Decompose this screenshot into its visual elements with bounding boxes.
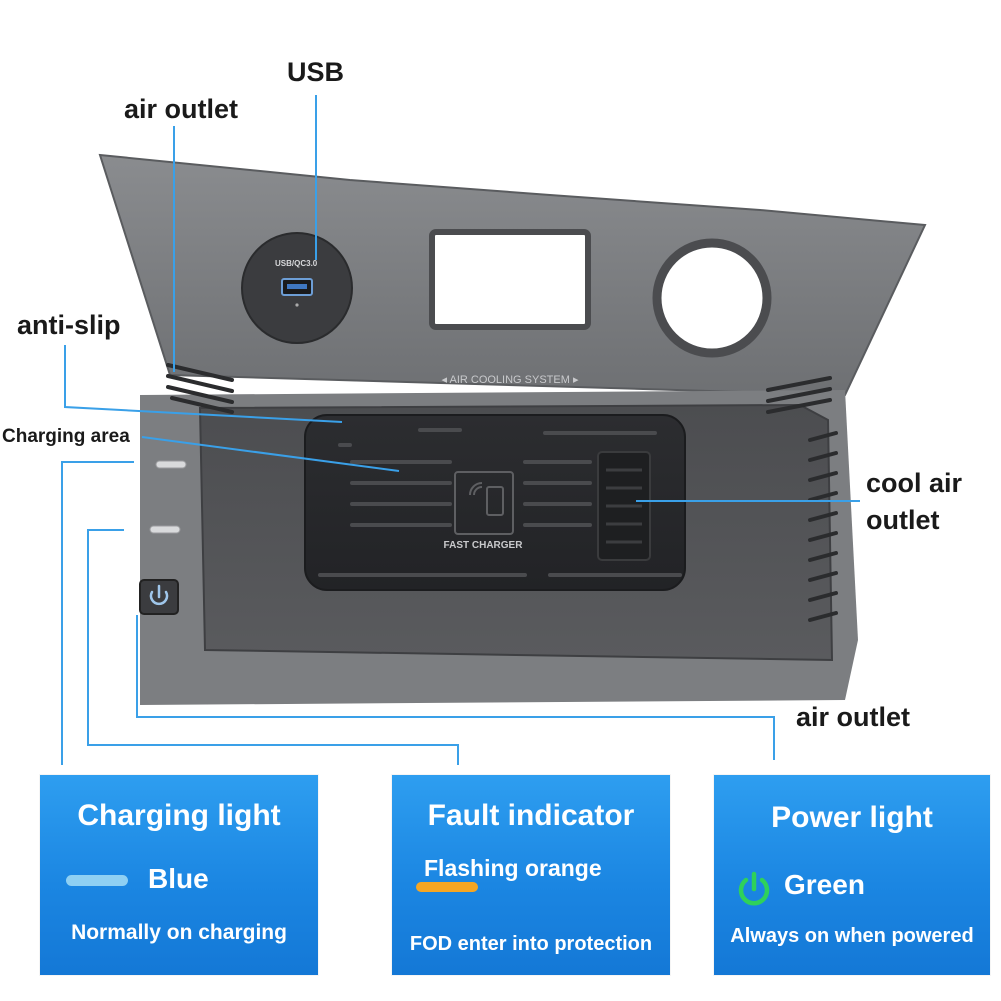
power-icon [738, 871, 770, 906]
anti-slip-line [64, 345, 343, 423]
fast-charger-text: FAST CHARGER [444, 540, 524, 551]
anti-slip-label: anti-slip [17, 310, 121, 340]
charging-pad: FAST CHARGER [304, 414, 686, 591]
power-light-card: Power light Green Always on when powered [714, 775, 990, 975]
charging-light-card: Charging light Blue Normally on charging [40, 775, 318, 975]
fault-light-indicator [149, 525, 181, 534]
charging-area-label: Charging area [2, 426, 130, 447]
panel-opening [429, 229, 591, 330]
usb-port-label: USB/QC3.0 [275, 259, 318, 268]
cool-air-line1: cool air [866, 468, 963, 498]
cool-air-outlet-label: cool air outlet [866, 465, 962, 539]
air-outlet-bottom-label: air outlet [796, 702, 911, 732]
charging-light-description: Normally on charging [71, 921, 287, 944]
callout-lines [61, 95, 860, 765]
left-air-vent [166, 363, 234, 414]
right-air-vent [766, 376, 838, 622]
charging-light-indicator [155, 460, 187, 469]
wireless-charge-icon [454, 471, 514, 535]
fault-indicator-card: Fault indicator Flashing orange FOD ente… [392, 775, 670, 975]
usb-label: USB [287, 57, 345, 87]
power-line [136, 615, 775, 760]
top-panel: ◂ AIR COOLING SYSTEM ▸ [98, 153, 927, 397]
round-opening [652, 238, 772, 358]
tray-body: FAST CHARGER [139, 363, 858, 705]
fault-indicator-title: Fault indicator [427, 799, 635, 832]
fault-indicator-description: FOD enter into protection [409, 933, 653, 955]
power-button [139, 579, 179, 615]
charging-light-color: Blue [148, 863, 209, 894]
air-outlet-top-label: air outlet [124, 94, 239, 124]
cool-air-line2: outlet [866, 505, 940, 535]
power-light-description: Always on when powered [730, 925, 974, 947]
air-cooling-text: ◂ AIR COOLING SYSTEM ▸ [442, 374, 579, 386]
charging-area-line [141, 436, 400, 472]
fault-indicator-color: Flashing orange [424, 855, 602, 881]
blue-light-swatch [66, 875, 128, 886]
power-light-color: Green [784, 869, 865, 900]
charging-light-line [61, 461, 134, 765]
orange-light-swatch [416, 882, 478, 892]
charging-light-title: Charging light [77, 799, 281, 832]
power-light-title: Power light [771, 801, 933, 834]
fault-line [87, 529, 459, 765]
